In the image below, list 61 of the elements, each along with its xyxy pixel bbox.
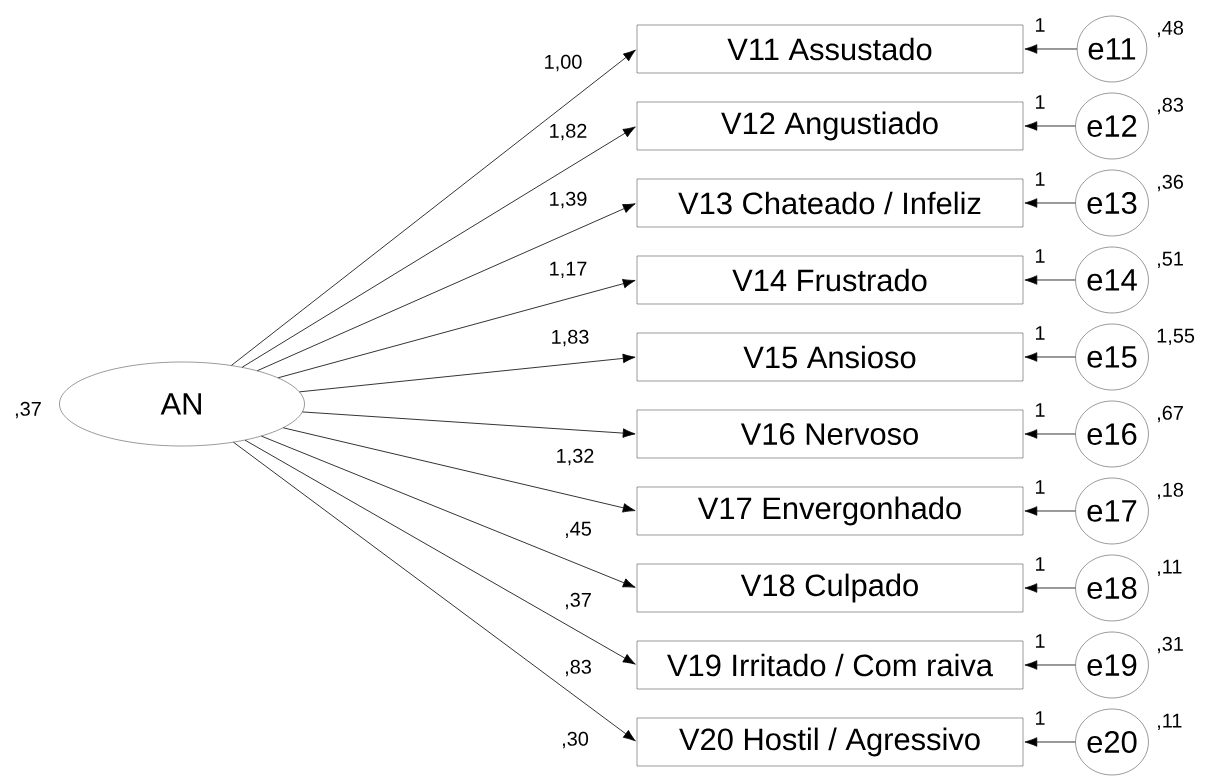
edge-label: 1 [1036, 403, 1045, 417]
edge-label: 1,82 [550, 123, 587, 141]
edge-label: 1,32 [557, 448, 594, 466]
variance-label: ,48 [1158, 20, 1184, 38]
edge-label: 1 [1036, 172, 1045, 186]
edge-label: 1 [1036, 480, 1045, 494]
edge-label: 1,83 [552, 329, 589, 347]
variable-box: V14 Frustrado [636, 255, 1024, 305]
variance-label: 1,55 [1157, 328, 1195, 346]
arrow [1024, 583, 1076, 593]
arrow [233, 441, 636, 742]
arrow [256, 203, 636, 372]
variance-label: ,51 [1158, 251, 1183, 269]
variance-label: ,18 [1158, 482, 1184, 500]
arrow [1024, 44, 1078, 54]
variance-label: ,83 [1158, 97, 1183, 115]
arrow [299, 353, 636, 393]
variance-label: ,67 [1158, 405, 1183, 423]
edge-label: ,83 [565, 659, 591, 677]
variable-box: V19 Irritado / Com raiva [636, 640, 1024, 690]
variable-box: V17 Envergonhado [636, 486, 1024, 536]
variance-label: ,36 [1158, 174, 1183, 192]
edge-label: 1 [1036, 249, 1045, 263]
edge-label: ,37 [565, 592, 591, 610]
edge-label: 1 [1036, 711, 1045, 725]
arrow [231, 49, 636, 366]
edge-label: 1 [1036, 18, 1045, 32]
variance-label: ,11 [1158, 559, 1182, 577]
edge-label: 1 [1036, 634, 1045, 648]
variable-box: V15 Ansioso [636, 332, 1024, 382]
arrow [1024, 275, 1076, 285]
variance-label: ,11 [1158, 713, 1182, 731]
edge-label: ,45 [565, 521, 591, 539]
edge-label: 1,00 [545, 54, 582, 72]
edge-label: 1 [1036, 326, 1045, 340]
edge-label: 1,17 [550, 261, 587, 279]
arrow [1024, 352, 1076, 362]
edge-label: 1 [1036, 557, 1045, 571]
arrow [277, 279, 636, 379]
edge-label: 1,39 [550, 191, 587, 209]
arrow [1024, 506, 1076, 516]
arrow [1024, 737, 1076, 747]
variable-box: V12 Angustiado [636, 101, 1024, 151]
variable-box: V11 Assustado [636, 24, 1024, 74]
arrow [1024, 121, 1076, 131]
arrow [241, 126, 636, 368]
arrow [302, 411, 636, 438]
edge-label: ,30 [562, 731, 589, 749]
arrow [1024, 660, 1076, 670]
variable-box: V13 Chateado / Infeliz [636, 178, 1024, 228]
edge-label: 1 [1036, 95, 1045, 109]
variance-label: ,31 [1158, 636, 1183, 654]
arrow [282, 427, 636, 513]
arrow [1024, 429, 1076, 439]
arrow [261, 435, 636, 588]
arrow [244, 439, 636, 665]
variable-box: V18 Culpado [636, 563, 1024, 613]
variable-box: V16 Nervoso [636, 409, 1024, 459]
variable-box: V20 Hostil / Agressivo [636, 717, 1024, 767]
arrow [1024, 198, 1076, 208]
variance-label: ,37 [15, 401, 41, 419]
